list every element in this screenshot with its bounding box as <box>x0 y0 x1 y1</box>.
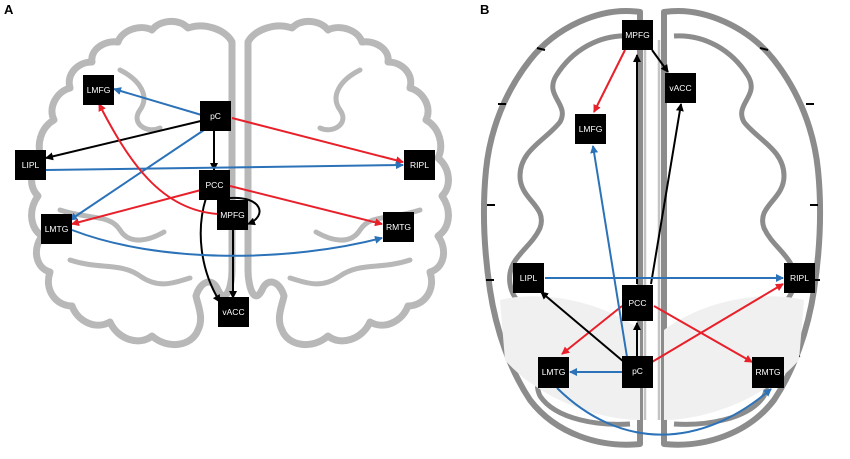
edge-a-pc-lmfg <box>113 87 206 117</box>
node-a-rmtg-label: RMTG <box>386 222 411 232</box>
node-b-ripl[interactable]: RIPL <box>784 263 815 293</box>
edge-b-pcc-rmtg <box>653 305 753 363</box>
edge-a-pc-ripl <box>231 117 404 165</box>
node-a-lmfg-label: LMFG <box>87 85 111 95</box>
edge-a-pcc-mpfg <box>229 196 261 226</box>
node-b-ripl-label: RIPL <box>790 273 809 283</box>
node-b-vacc[interactable]: vACC <box>665 73 696 103</box>
brain-outline-coronal <box>28 18 452 348</box>
edge-a-pc-lmtg <box>69 127 208 221</box>
node-a-lipl-label: LIPL <box>22 160 40 170</box>
node-b-pcc[interactable]: PCC <box>622 285 653 321</box>
node-b-lipl-label: LIPL <box>520 273 538 283</box>
edge-a-pc-lipl <box>45 119 206 161</box>
node-b-vacc-label: vACC <box>669 83 691 93</box>
node-a-lipl[interactable]: LIPL <box>15 150 46 180</box>
node-b-pc[interactable]: pC <box>622 356 653 388</box>
edge-b-lmtg-rmtg <box>556 387 772 436</box>
edge-b-pcc-vacc <box>650 103 684 285</box>
panel-a: A <box>4 2 452 348</box>
node-a-pc[interactable]: pC <box>200 101 231 131</box>
panel-label-b: B <box>480 2 489 17</box>
node-a-lmtg[interactable]: LMTG <box>41 214 72 244</box>
edge-b-mpfg-vacc <box>651 49 669 73</box>
edges-panel-a <box>45 87 404 303</box>
node-a-lmfg[interactable]: LMFG <box>83 75 114 105</box>
node-b-lmtg[interactable]: LMTG <box>538 357 569 388</box>
node-b-mpfg-label: MPFG <box>625 30 650 40</box>
edge-a-mpfg-lmfg <box>98 103 219 215</box>
panel-label-a: A <box>4 2 14 17</box>
node-a-mpfg[interactable]: MPFG <box>217 200 248 230</box>
node-a-rmtg[interactable]: RMTG <box>383 212 414 242</box>
node-b-lmtg-label: LMTG <box>542 367 566 377</box>
edge-a-pcc-vacc <box>199 197 221 303</box>
node-a-ripl-label: RIPL <box>410 160 429 170</box>
node-b-pc-label: pC <box>632 366 643 376</box>
node-a-pc-label: pC <box>210 111 221 121</box>
panel-b: B <box>480 2 824 448</box>
node-a-mpfg-label: MPFG <box>220 210 245 220</box>
edge-b-pc-ripl <box>651 283 784 363</box>
edges-panel-b <box>540 49 784 436</box>
edge-a-lmtg-rmtg <box>71 229 383 257</box>
node-b-rmtg-label: RMTG <box>755 367 780 377</box>
node-a-ripl[interactable]: RIPL <box>404 150 435 180</box>
node-b-lipl[interactable]: LIPL <box>513 263 544 293</box>
node-b-mpfg[interactable]: MPFG <box>622 20 653 50</box>
edge-b-mpfg-lmfg <box>593 49 626 113</box>
edge-b-pc-lipl <box>540 291 625 363</box>
edge-b-pc-lmfg <box>590 145 628 358</box>
edge-a-pcc-lmtg <box>71 189 202 227</box>
edge-a-pcc-rmtg <box>229 185 383 227</box>
node-a-pcc-label: PCC <box>206 180 224 190</box>
node-b-pcc-label: PCC <box>629 298 647 308</box>
node-b-lmfg[interactable]: LMFG <box>575 114 606 144</box>
node-b-lmfg-label: LMFG <box>579 124 603 134</box>
node-a-vacc[interactable]: vACC <box>218 297 249 327</box>
edge-a-lipl-ripl <box>45 161 404 171</box>
node-a-lmtg-label: LMTG <box>45 224 69 234</box>
node-a-vacc-label: vACC <box>222 307 244 317</box>
node-a-pcc[interactable]: PCC <box>199 170 230 200</box>
node-b-rmtg[interactable]: RMTG <box>752 357 784 388</box>
edge-b-pcc-lmtg <box>561 305 623 355</box>
